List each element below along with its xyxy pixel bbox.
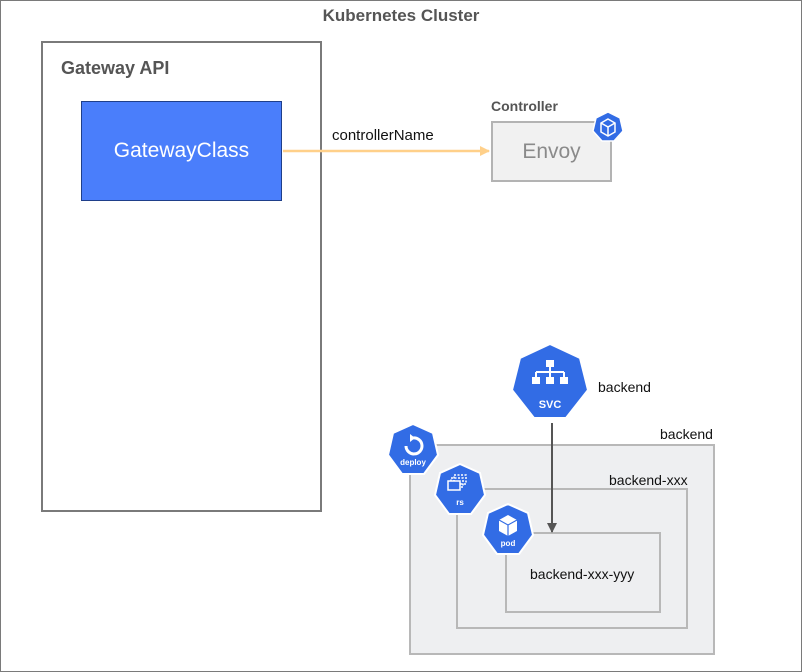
pod-name-label: backend-xxx-yyy xyxy=(530,566,635,582)
service-name-label: backend xyxy=(598,379,651,395)
controllername-edge-label: controllerName xyxy=(332,127,434,144)
replicaset-icon-text: rs xyxy=(456,498,464,507)
pod-container xyxy=(505,532,661,613)
gateway-api-container xyxy=(41,41,322,512)
gateway-api-title: Gateway API xyxy=(61,58,170,78)
envoy-node[interactable]: Envoy xyxy=(491,121,612,182)
deployment-icon-text: deploy xyxy=(400,458,426,467)
replicaset-name-label: backend-xxx xyxy=(609,472,688,488)
pod-icon-text: pod xyxy=(501,539,516,548)
pod-icon: pod xyxy=(481,502,535,555)
service-icon-text: SVC xyxy=(539,399,562,411)
controller-title: Controller xyxy=(491,98,558,114)
replicaset-icon: rs xyxy=(433,462,487,515)
gatewayclass-node[interactable]: GatewayClass xyxy=(81,101,282,201)
service-icon: SVC xyxy=(510,342,590,419)
envoy-pod-icon xyxy=(592,111,624,142)
deployment-name-label: backend xyxy=(660,426,713,442)
cluster-title: Kubernetes Cluster xyxy=(322,6,480,25)
gatewayclass-label: GatewayClass xyxy=(113,139,250,162)
envoy-label: Envoy xyxy=(522,139,581,163)
deployment-icon: deploy xyxy=(386,422,440,475)
